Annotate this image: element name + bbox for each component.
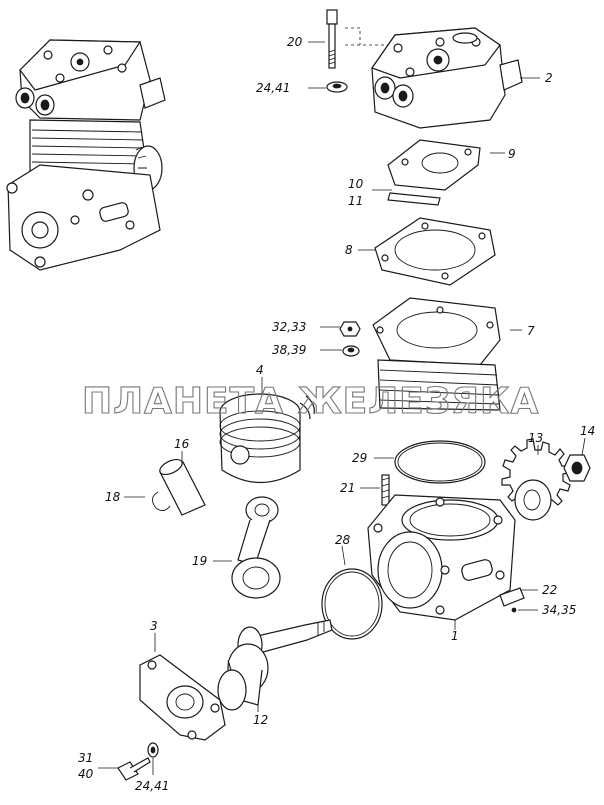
head-bolt-part-20 xyxy=(326,9,338,69)
label-part-24-41-top: 24,41 xyxy=(256,81,290,95)
cover-plate-part-22 xyxy=(499,587,525,607)
label-part-22: 22 xyxy=(542,583,557,597)
o-ring-part-28 xyxy=(321,568,383,640)
circlip-part-4-clip xyxy=(299,395,315,420)
label-part-9: 9 xyxy=(508,147,516,161)
label-part-18: 18 xyxy=(105,490,121,504)
label-part-38-39: 38,39 xyxy=(272,343,306,357)
label-part-34-35: 34,35 xyxy=(542,603,576,617)
gear-part-13 xyxy=(501,438,572,521)
valve-plate-part-9 xyxy=(387,139,481,191)
label-part-16: 16 xyxy=(174,437,190,451)
crankcase-part-1 xyxy=(367,494,516,621)
label-part-40: 40 xyxy=(78,767,94,781)
label-part-24-41-bottom: 24,41 xyxy=(135,779,169,793)
label-part-20: 20 xyxy=(287,35,303,49)
nut-part-32-33 xyxy=(339,321,361,337)
label-part-12: 12 xyxy=(253,713,268,727)
label-part-28: 28 xyxy=(335,533,351,547)
circlip-part-18 xyxy=(152,491,171,511)
piston-part-4 xyxy=(219,393,301,484)
label-part-14: 14 xyxy=(580,424,595,438)
crankshaft-part-12 xyxy=(217,619,333,711)
nut-part-14 xyxy=(563,454,591,482)
assembled-compressor xyxy=(6,39,166,271)
cylinder-part-7 xyxy=(372,297,501,411)
watermark-text: ПЛАНЕТА ЖЕЛЕЗЯКА xyxy=(82,381,539,422)
reed-valve-part-10-11 xyxy=(387,192,441,206)
label-part-3: 3 xyxy=(150,619,158,633)
stud-part-21 xyxy=(381,474,390,506)
washer-part-24-41-bottom xyxy=(147,742,159,758)
end-cover-part-3 xyxy=(139,654,226,741)
piston-pin-part-16 xyxy=(159,458,206,516)
label-part-4: 4 xyxy=(256,363,264,377)
cylinder-head-part-2 xyxy=(371,27,523,129)
label-part-8: 8 xyxy=(345,243,353,257)
washer-part-24-41-top xyxy=(326,81,348,93)
leader-lines xyxy=(98,41,586,775)
label-part-7: 7 xyxy=(527,324,535,338)
label-part-10: 10 xyxy=(348,177,364,191)
gasket-part-8 xyxy=(374,217,496,286)
label-part-13: 13 xyxy=(528,431,543,445)
label-part-2: 2 xyxy=(545,71,553,85)
label-part-21: 21 xyxy=(340,481,355,495)
label-part-31: 31 xyxy=(78,751,93,765)
bolt-part-31-40 xyxy=(117,757,151,781)
screw-part-34-35 xyxy=(511,607,517,613)
label-part-29: 29 xyxy=(352,451,367,465)
connecting-rod-part-19 xyxy=(231,496,281,599)
label-part-1: 1 xyxy=(451,629,459,643)
label-part-32-33: 32,33 xyxy=(272,320,306,334)
washer-part-38-39 xyxy=(342,345,360,357)
label-part-19: 19 xyxy=(192,554,207,568)
o-ring-part-29 xyxy=(394,440,486,484)
label-part-11: 11 xyxy=(348,194,363,208)
